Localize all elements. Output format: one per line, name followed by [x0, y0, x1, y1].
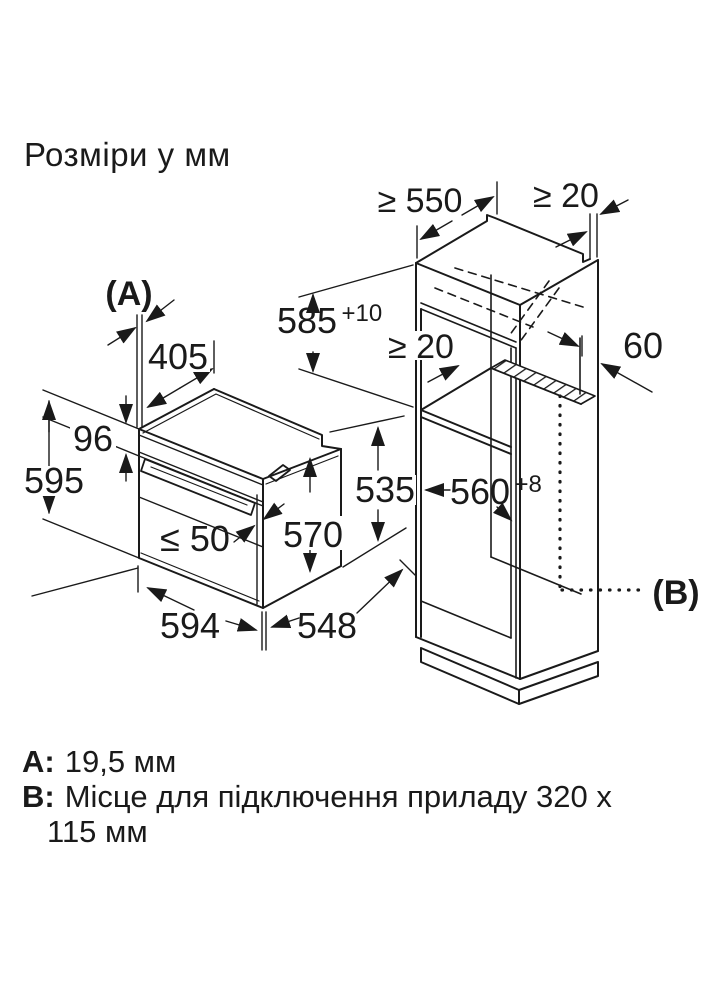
cabinet-marker-b: (B)	[652, 574, 699, 612]
dim-cabinet-niche-height: 585 +10	[277, 300, 382, 341]
page-title: Розміри у мм	[24, 136, 231, 173]
legend-key-a: A:	[22, 744, 55, 779]
cabinet-dimensions	[298, 181, 653, 522]
dim-cabinet-shelf-rear-gap: ≥ 20	[388, 328, 454, 366]
dim-oven-depth-body: 405	[148, 336, 208, 377]
legend-value-b-line2: 115 мм	[47, 814, 148, 849]
legend-row-a: A: 19,5 мм	[22, 744, 612, 779]
legend-key-b: B:	[22, 779, 55, 814]
label-backplates	[28, 331, 458, 550]
legend-row-b-cont: 115 мм	[22, 814, 612, 849]
legend-value-a: 19,5 мм	[64, 744, 177, 779]
legend-row-b: B: Місце для підключення приладу 320 x	[22, 779, 612, 814]
oven-dimensions	[31, 299, 416, 651]
dim-cabinet-top-rear-gap: ≥ 20	[533, 177, 599, 215]
dim-oven-inner-height: 570	[283, 514, 343, 555]
dim-oven-height: 595	[24, 460, 84, 501]
dim-cabinet-rear-clearance: 60	[623, 325, 663, 366]
dim-oven-door-max: ≤ 50	[160, 518, 230, 559]
dim-oven-side-height: 535	[355, 469, 415, 510]
dim-oven-width: 594	[160, 605, 220, 646]
legend: A: 19,5 мм B: Місце для підключення прилад…	[22, 744, 612, 849]
dimension-labels: (A) 405 96 595 ≤ 50 570 535 594 548 ≥ 55…	[24, 177, 700, 646]
dim-cabinet-top-depth: ≥ 550	[378, 182, 463, 220]
legend-value-b-line1: Місце для підключення приладу 320 x	[64, 779, 612, 814]
dim-oven-depth: 548	[297, 605, 357, 646]
oven-marker-a: (A)	[105, 275, 152, 313]
dim-oven-panel-height: 96	[73, 418, 113, 459]
cabinet-drawing	[415, 214, 646, 705]
dim-cabinet-niche-width: 560 +8	[450, 471, 542, 512]
oven-drawing	[138, 388, 342, 609]
